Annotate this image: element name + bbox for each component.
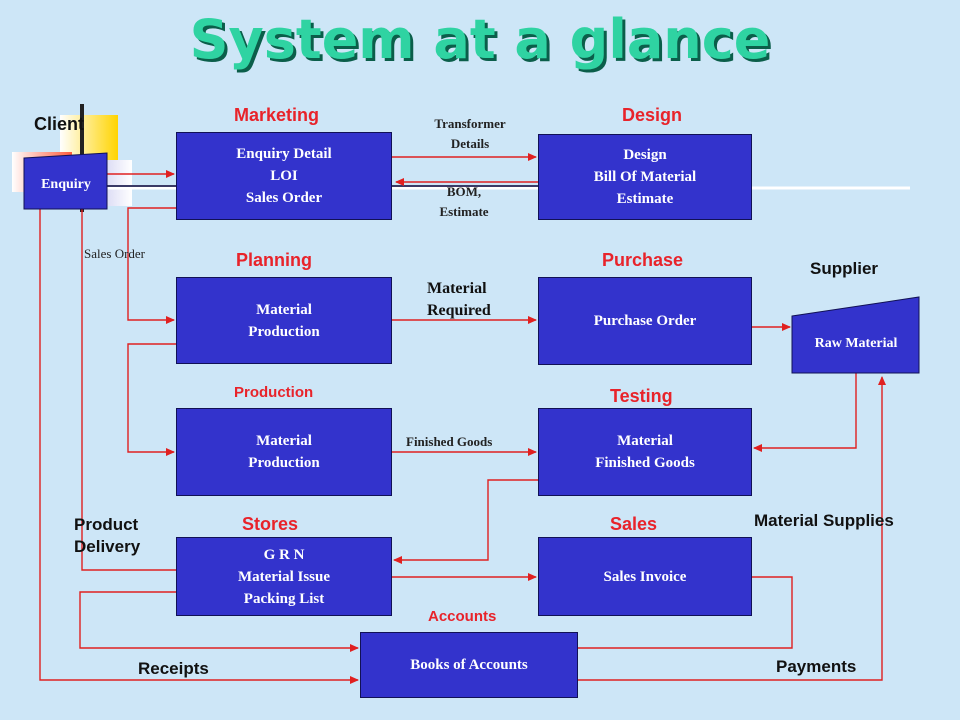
stores-box[interactable]: G R N Material Issue Packing List [176,537,392,616]
transformer-details-line-2: Details [450,136,490,151]
section-design: Design [622,105,683,125]
design-line-3: Estimate [616,191,674,207]
raw-material-box[interactable]: Raw Material [792,316,920,372]
stores-line-1: G R N [263,546,305,563]
page-title: System at a glance [189,8,771,71]
product-delivery-label: Product Delivery [74,514,140,558]
raw-material-text: Raw Material [814,336,898,351]
section-production: Production [234,384,314,401]
bom-estimate-line-1: BOM, [446,184,482,199]
client-enquiry-text: Enquiry [41,177,91,192]
supplier-label: Supplier [810,259,879,278]
stores-line-3: Packing List [243,590,325,607]
bom-estimate-note: BOM, Estimate [418,182,510,222]
bom-estimate-line-2: Estimate [439,204,489,219]
accounts-box[interactable]: Books of Accounts [360,632,578,698]
material-required-line-1: Material [427,280,487,297]
payments-label: Payments [776,657,857,676]
planning-line-2: Production [248,323,320,340]
marketing-line-1: Enquiry Detail [236,146,332,162]
accounts-line-1: Books of Accounts [410,657,528,673]
receipts-label: Receipts [138,659,209,678]
section-sales: Sales [610,514,658,534]
section-purchase: Purchase [602,250,684,270]
sales-line-1: Sales Invoice [603,568,687,585]
design-line-1: Design [623,147,667,163]
marketing-box[interactable]: Enquiry Detail LOI Sales Order [176,132,392,220]
purchase-line-1: Purchase Order [593,313,697,329]
section-testing: Testing [610,386,673,406]
transformer-details-line-1: Transformer [434,116,506,131]
section-stores: Stores [242,514,299,534]
finished-goods-note: Finished Goods [406,434,493,449]
sales-box[interactable]: Sales Invoice [538,537,752,616]
marketing-line-3: Sales Order [245,190,323,206]
production-line-2: Production [248,455,320,471]
material-required-label: Material Required [427,278,491,322]
production-line-1: Material [256,433,312,449]
transformer-details-note: Transformer Details [418,114,522,154]
design-box[interactable]: Design Bill Of Material Estimate [538,134,752,220]
testing-box[interactable]: Material Finished Goods [538,408,752,496]
section-planning: Planning [236,250,312,270]
client-enquiry-shape [23,152,108,210]
stores-line-2: Material Issue [237,568,331,585]
section-marketing: Marketing [234,105,320,125]
planning-line-1: Material [256,301,312,318]
marketing-line-2: LOI [270,168,298,184]
testing-line-2: Finished Goods [595,455,695,471]
testing-line-1: Material [617,433,673,449]
production-box[interactable]: Material Production [176,408,392,496]
product-delivery-line-1: Product [74,515,139,534]
material-supplies-label: Material Supplies [754,511,894,530]
sales-order-note: Sales Order [84,246,146,261]
raw-material-shape [791,296,920,374]
product-delivery-line-2: Delivery [74,537,141,556]
client-label: Client [34,114,85,134]
planning-box[interactable]: Material Production [176,277,392,364]
design-line-2: Bill Of Material [593,169,697,185]
purchase-box[interactable]: Purchase Order [538,277,752,365]
section-accounts: Accounts [428,608,497,625]
client-enquiry-box[interactable]: Enquiry [24,160,108,210]
material-required-line-2: Required [427,302,491,319]
